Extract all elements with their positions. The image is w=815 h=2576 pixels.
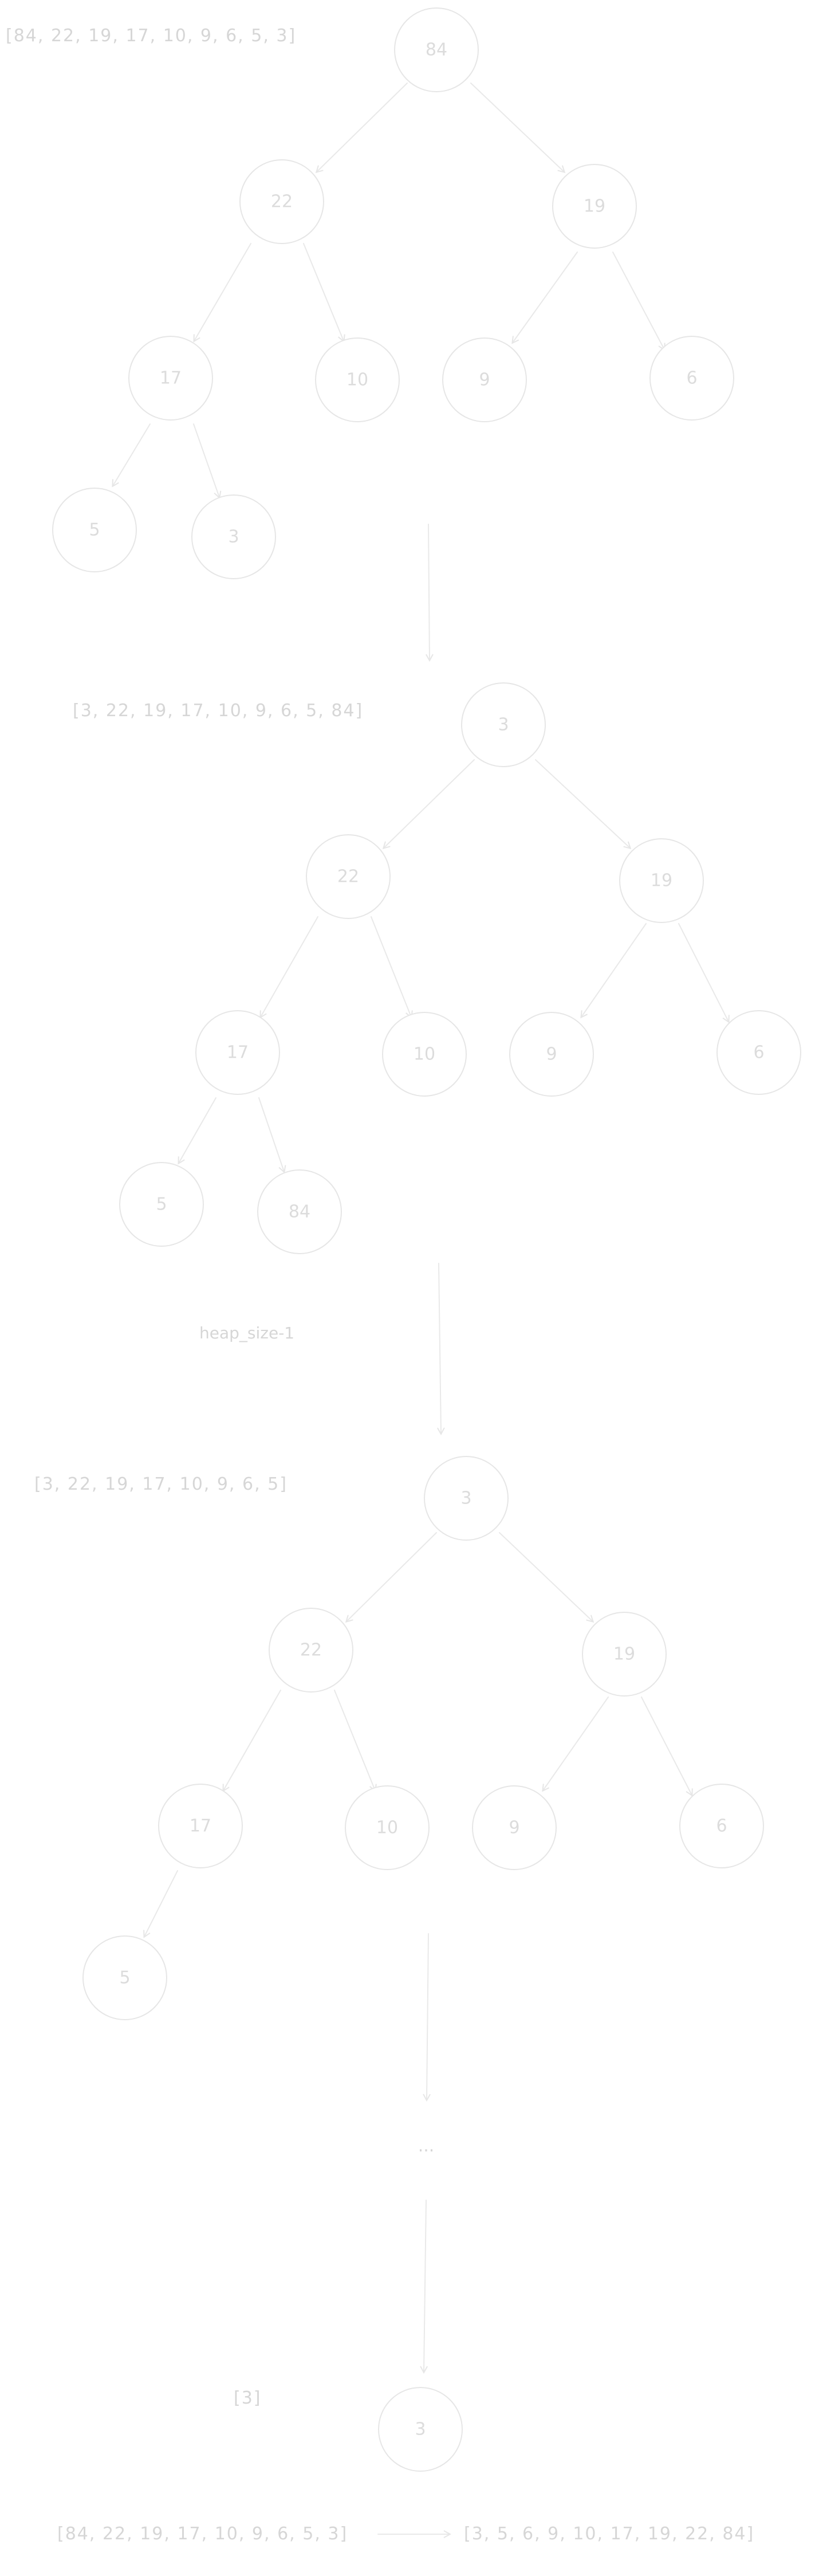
svg-text:19: 19 — [613, 1644, 635, 1664]
stage-1-edge — [513, 252, 578, 343]
stage-3-node: 6 — [679, 1784, 764, 1868]
stage-2-node: 22 — [306, 834, 391, 919]
svg-text:84: 84 — [426, 40, 447, 60]
stage-1-node: 6 — [649, 336, 734, 421]
svg-text:9: 9 — [546, 1044, 557, 1065]
stage-2-node: 6 — [716, 1010, 801, 1095]
stage-1-node: 17 — [128, 336, 213, 421]
stage-1-node: 5 — [52, 488, 137, 572]
stage-3-edge — [347, 1532, 437, 1621]
stage-3-edge — [499, 1532, 593, 1621]
svg-text:10: 10 — [414, 1044, 435, 1065]
stage-3-node: 9 — [472, 1785, 557, 1870]
svg-text:6: 6 — [716, 1816, 727, 1836]
svg-text:6: 6 — [753, 1043, 764, 1063]
svg-text:3: 3 — [460, 1489, 471, 1509]
stage-2-edge — [261, 916, 318, 1017]
stage-2: [3, 22, 19, 17, 10, 9, 6, 5, 84] 3 22 19… — [73, 682, 801, 1254]
stage-3-edge — [144, 1870, 178, 1937]
stage-1-edge — [303, 243, 344, 341]
transition-arrow — [427, 1933, 428, 2100]
stage-1-node: 22 — [239, 159, 324, 244]
stage-2-node: 19 — [619, 838, 704, 923]
stage-1-edge — [193, 423, 219, 497]
svg-text:22: 22 — [300, 1640, 322, 1660]
svg-text:19: 19 — [651, 871, 672, 891]
svg-text:22: 22 — [271, 192, 293, 212]
svg-text:84: 84 — [289, 1202, 310, 1222]
stage-3-edge — [334, 1690, 375, 1790]
svg-text:3: 3 — [415, 2420, 426, 2440]
stage-3-edge — [543, 1697, 609, 1790]
stage-3-node: 10 — [345, 1785, 430, 1870]
step-note-label: heap_size-1 — [199, 1324, 294, 1342]
stage-1-array-label: [84, 22, 19, 17, 10, 9, 6, 5, 3] — [6, 26, 296, 46]
stage-3-edge — [641, 1697, 692, 1795]
svg-text:5: 5 — [156, 1195, 167, 1215]
stage-4-array-label: [3] — [234, 2388, 262, 2408]
summary-input-label: [84, 22, 19, 17, 10, 9, 6, 5, 3] — [57, 2524, 348, 2544]
stage-3: [3, 22, 19, 17, 10, 9, 6, 5] 3 22 19 17 … — [34, 1456, 764, 2020]
svg-text:5: 5 — [119, 1968, 130, 1988]
svg-text:19: 19 — [584, 197, 605, 217]
stage-3-node: 3 — [424, 1456, 509, 1541]
svg-text:3: 3 — [228, 527, 239, 547]
stage-2-array-label: [3, 22, 19, 17, 10, 9, 6, 5, 84] — [73, 701, 363, 721]
stage-2-node: 17 — [195, 1010, 280, 1095]
svg-text:5: 5 — [89, 520, 100, 540]
stage-3-edge — [223, 1690, 281, 1790]
stage-3-array-label: [3, 22, 19, 17, 10, 9, 6, 5] — [34, 1474, 288, 1494]
transition-arrow — [424, 2200, 426, 2372]
ellipsis-label: ... — [418, 2136, 435, 2156]
stage-2-edge — [384, 759, 475, 848]
stage-1-edge — [113, 423, 151, 486]
stage-2-edge — [258, 1097, 284, 1172]
stage-3-node: 19 — [582, 1612, 667, 1697]
stage-1-edge — [612, 252, 664, 350]
svg-text:9: 9 — [479, 370, 490, 390]
svg-text:17: 17 — [160, 368, 182, 388]
transition-arrow — [428, 524, 430, 660]
stage-3-node: 17 — [158, 1784, 243, 1868]
transition-arrow — [439, 1263, 441, 1434]
stage-1-edge — [470, 83, 564, 172]
stage-1-node: 19 — [552, 164, 637, 249]
stage-1-node: 9 — [442, 337, 527, 422]
stage-2-node: 5 — [119, 1162, 204, 1247]
stage-2-node: 84 — [257, 1169, 342, 1254]
stage-1: [84, 22, 19, 17, 10, 9, 6, 5, 3] 84 22 1… — [6, 7, 734, 579]
stage-2-edge — [581, 923, 647, 1017]
stage-2-edge — [535, 759, 630, 848]
stage-1-node: 84 — [394, 7, 479, 92]
stage-1-edge — [194, 243, 251, 341]
stage-1-edge — [317, 83, 408, 172]
stage-1-node: 10 — [315, 337, 400, 422]
stage-1-node: 3 — [191, 494, 276, 579]
summary-row: [84, 22, 19, 17, 10, 9, 6, 5, 3] [3, 5, … — [57, 2524, 754, 2544]
stage-2-node: 9 — [509, 1012, 594, 1097]
stage-3-node: 22 — [269, 1608, 353, 1693]
stage-4: [3] 3 — [234, 2387, 463, 2472]
stage-4-node: 3 — [378, 2387, 463, 2472]
svg-text:9: 9 — [509, 1818, 519, 1838]
svg-text:22: 22 — [337, 867, 359, 887]
svg-text:17: 17 — [190, 1816, 211, 1836]
svg-text:6: 6 — [686, 368, 697, 388]
svg-text:10: 10 — [376, 1818, 398, 1838]
stage-2-edge — [678, 923, 729, 1022]
stage-3-node: 5 — [82, 1935, 167, 2020]
svg-text:10: 10 — [347, 370, 368, 390]
svg-text:17: 17 — [227, 1043, 249, 1063]
stage-2-node: 10 — [382, 1012, 467, 1097]
summary-output-label: [3, 5, 6, 9, 10, 17, 19, 22, 84] — [464, 2524, 754, 2544]
svg-text:3: 3 — [498, 715, 509, 735]
stage-2-node: 3 — [461, 682, 546, 767]
stage-2-edge — [179, 1097, 216, 1163]
stage-2-edge — [371, 916, 411, 1017]
